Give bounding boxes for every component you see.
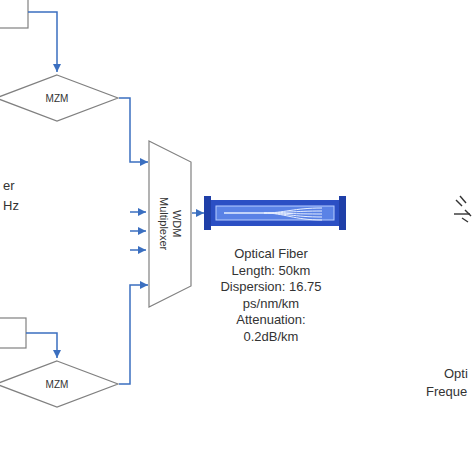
partial-label: Opti (444, 366, 468, 381)
source-box (0, 0, 28, 28)
modulator-diamond: MZM (0, 74, 119, 122)
input-arrow (130, 211, 146, 213)
fiber-spec: Attenuation: 0.2dB/km (209, 312, 333, 345)
partial-label: Hz (3, 198, 19, 213)
source-box (0, 318, 26, 348)
fiber-tube (204, 196, 346, 230)
photodetector-icon (454, 196, 471, 222)
node-label: MZM (46, 379, 69, 390)
modulator-diamond: MZM (0, 360, 119, 408)
fiber-spec: Length: 50km (209, 263, 333, 280)
input-arrow (130, 249, 146, 251)
optical-fiber: Optical FiberLength: 50kmDispersion: 16.… (196, 196, 346, 345)
signal-connector (192, 212, 204, 214)
input-arrow (130, 230, 146, 232)
partial-label: Freque (426, 384, 467, 399)
signal-wire (28, 12, 57, 72)
fiber-spec: Optical Fiber (209, 246, 333, 263)
signal-wire (26, 333, 57, 358)
node-label: WDM Multiplexer (157, 187, 182, 261)
multiplexer-block: WDM Multiplexer (148, 140, 192, 308)
node-label: MZM (46, 93, 69, 104)
fiber-spec: Dispersion: 16.75 ps/nm/km (209, 279, 333, 312)
partial-label: er (3, 178, 15, 193)
signal-connector (119, 98, 148, 162)
signal-connector (119, 285, 148, 384)
